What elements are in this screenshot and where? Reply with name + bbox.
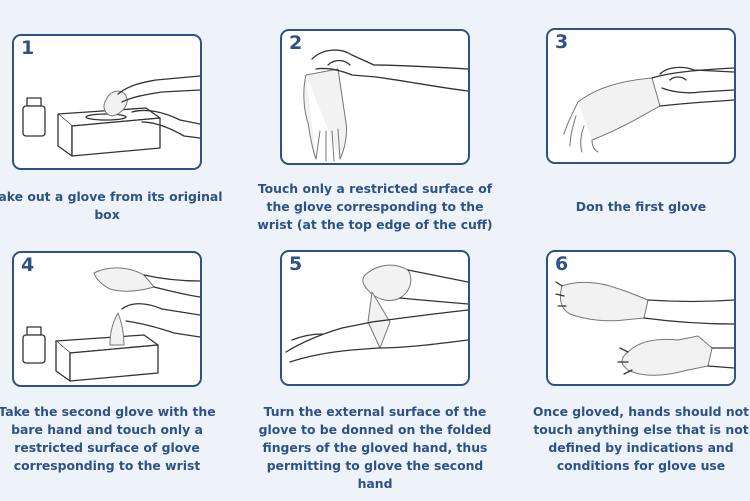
step-1-illustration (22, 75, 200, 157)
step-3-illustration (563, 66, 734, 153)
step-6-caption: Once gloved, hands should not touch anyt… (532, 404, 750, 473)
step-6-illustration (555, 281, 734, 376)
step-3-caption: Don the first glove (575, 199, 707, 214)
step-2-number: 2 (289, 32, 303, 54)
step-2-caption: Touch only a restricted surface of the g… (257, 181, 493, 232)
step-1-number: 1 (21, 37, 35, 59)
step-1-caption: Take out a glove from its original box (0, 189, 223, 222)
step-5-panel: 5 (280, 250, 470, 386)
step-2-illustration (303, 49, 468, 162)
step-6-panel: 6 (546, 250, 736, 386)
step-5-illustration (285, 264, 468, 363)
step-4-number: 4 (21, 254, 35, 276)
step-4-illustration (22, 267, 200, 382)
step-2-panel: 2 (280, 29, 470, 165)
step-4-panel: 4 (12, 251, 202, 387)
step-5-caption: Turn the external surface of the glove t… (258, 404, 492, 491)
step-3-number: 3 (555, 31, 569, 53)
step-6-number: 6 (555, 253, 569, 275)
step-4-caption: Take the second glove with the bare hand… (0, 404, 216, 473)
step-1-panel: 1 (12, 34, 202, 170)
step-3-panel: 3 (546, 28, 736, 164)
step-5-number: 5 (289, 253, 303, 275)
